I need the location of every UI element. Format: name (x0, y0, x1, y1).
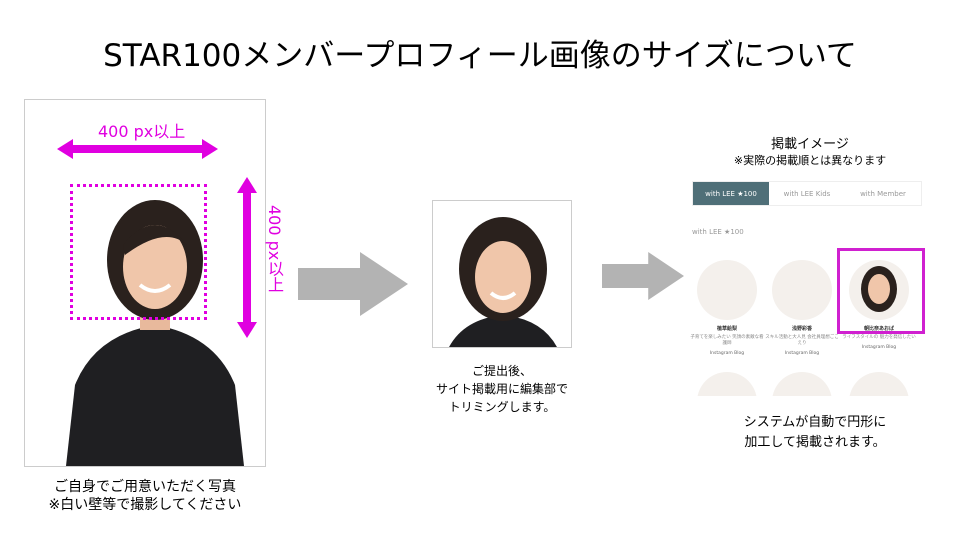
tab-member[interactable]: with Member (860, 189, 906, 198)
member-card[interactable]: 浅野彩香 スキル活動と大人見 会社員理想ごこえり Instagram Blog (765, 260, 839, 356)
width-arrow-icon (57, 139, 218, 159)
tab-star100[interactable]: with LEE ★100 (693, 182, 769, 205)
right-arrow-icon (602, 252, 684, 300)
member-avatar (697, 260, 757, 320)
height-arrow-icon (237, 177, 257, 338)
middle-caption-3: トリミングします。 (448, 400, 556, 414)
member-card[interactable]: 朝比奈あおば ライフスタイルの 魅力を発信したい Instagram Blog (842, 260, 916, 350)
middle-caption-2: サイト掲載用に編集部で (435, 382, 568, 396)
member-avatar (849, 260, 909, 320)
member-links[interactable]: Instagram Blog (709, 351, 745, 356)
member-name: 浅野彩香 (791, 326, 812, 332)
member-links[interactable]: Instagram Blog (784, 351, 820, 356)
member-avatar (772, 260, 832, 320)
width-label: 400 px以上 (98, 122, 186, 141)
member-desc: ライフスタイルの 魅力を発信したい (842, 335, 916, 340)
section-label: with LEE ★100 (692, 228, 744, 236)
crop-guide-box (70, 184, 207, 320)
member-desc: スキル活動と大人見 会社員理想ごこえり (765, 335, 839, 346)
right-arrow-icon (298, 252, 408, 316)
person-illustration (66, 200, 244, 466)
trimmed-photo (432, 200, 572, 348)
original-photo (24, 99, 266, 467)
member-name: 植草絵梨 (716, 326, 737, 332)
right-caption-1: システムが自動で円形に (743, 415, 887, 430)
height-label: 400 px以上 (265, 205, 284, 293)
more-members (690, 372, 930, 396)
preview-tabs: with LEE ★100 with LEE Kids with Member (692, 181, 922, 206)
highlight-box (837, 248, 925, 334)
person-illustration (449, 217, 557, 347)
tab-kids[interactable]: with LEE Kids (783, 189, 831, 198)
left-caption-1: ご自身でご用意いただく写真 (54, 479, 236, 495)
preview-heading: 掲載イメージ (771, 137, 849, 152)
middle-caption-1: ご提出後、 (471, 364, 532, 378)
member-links[interactable]: Instagram Blog (861, 345, 897, 350)
slide-title: STAR100メンバープロフィール画像のサイズについて (103, 38, 857, 74)
left-caption-2: ※白い壁等で撮影してください (48, 497, 242, 513)
member-desc: 子育てを楽しみたい 笑顔の素敵な看護師 (690, 335, 764, 346)
right-caption-2: 加工して掲載されます。 (744, 435, 886, 450)
member-name: 朝比奈あおば (863, 326, 894, 332)
preview-note: ※実際の掲載順とは異なります (733, 154, 887, 167)
member-card[interactable]: 植草絵梨 子育てを楽しみたい 笑顔の素敵な看護師 Instagram Blog (690, 260, 764, 356)
